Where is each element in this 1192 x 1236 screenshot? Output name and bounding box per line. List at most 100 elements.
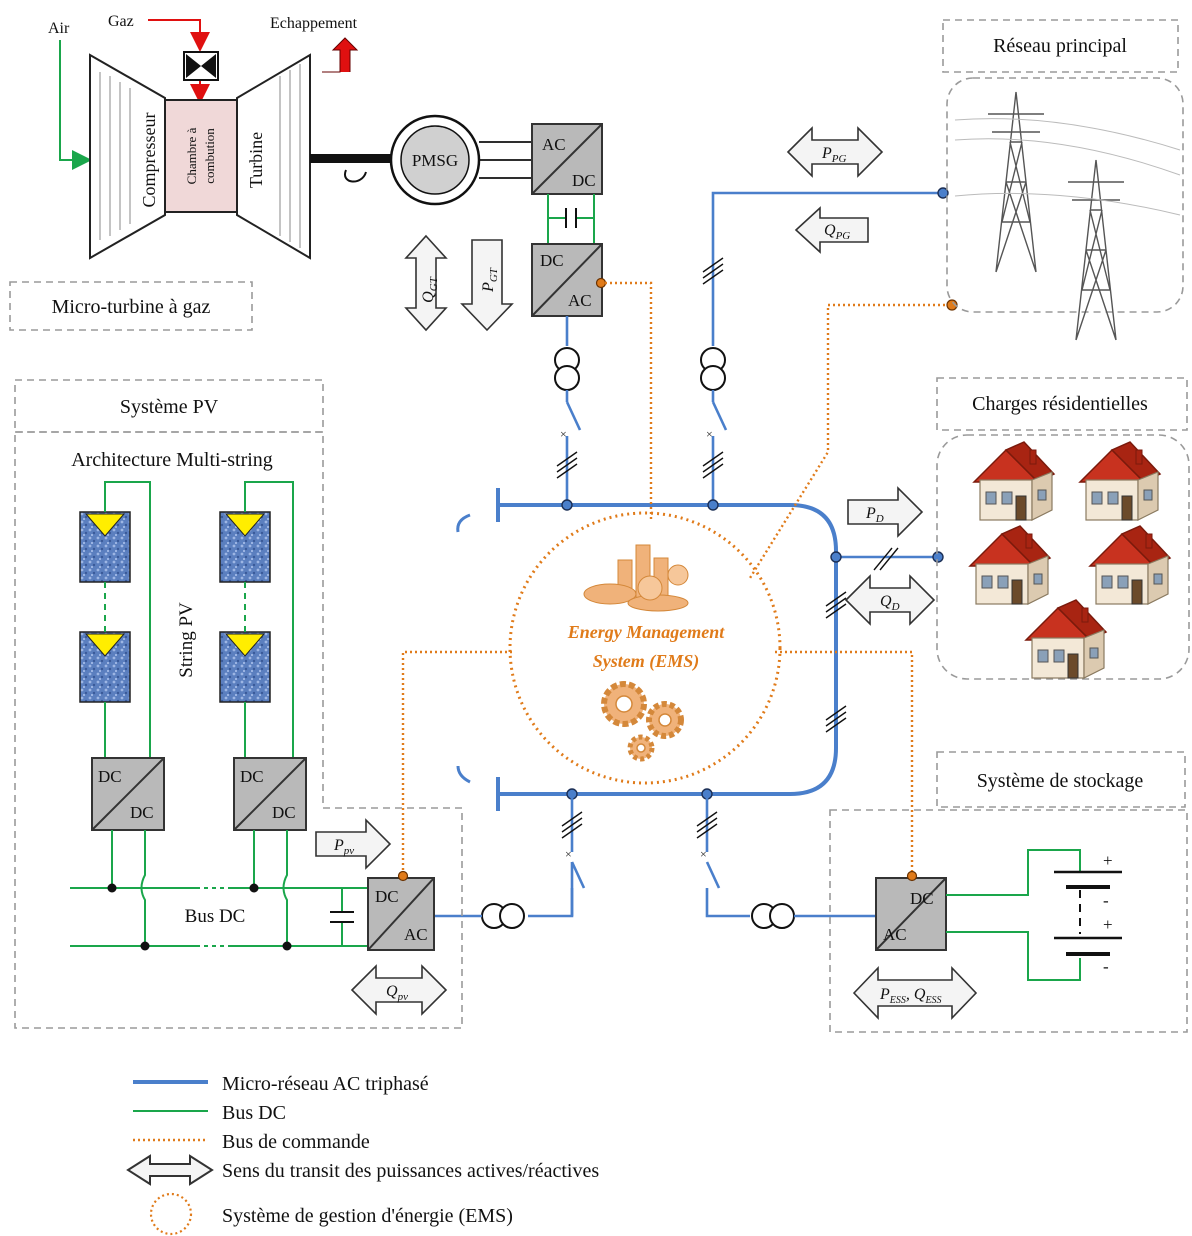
svg-text:-: - [1103, 891, 1109, 910]
ems-label-1: Energy Management [567, 622, 726, 642]
pmsg-label: PMSG [412, 151, 458, 170]
house-icon [969, 441, 1171, 679]
storage-feeder: × [696, 788, 876, 929]
ems: Energy Management System (EMS) [508, 511, 782, 785]
pylon-icon [987, 91, 1125, 341]
svg-text:×: × [700, 847, 707, 861]
svg-text:PD: PD [865, 505, 884, 525]
main-grid: Réseau principal [942, 19, 1184, 341]
converter-dc-dc-2: DC DC [233, 757, 307, 831]
legend-ems: Système de gestion d'énergie (EMS) [222, 1205, 513, 1227]
svg-text:+: + [1103, 851, 1113, 870]
storage-system: Système de stockage DC AC + - + - [829, 751, 1188, 1033]
double-arrow-icon [126, 1154, 214, 1186]
control-bus [401, 281, 958, 875]
converter-dc-dc-1: DC DC [91, 757, 165, 831]
flow-ess: PESS, QESS [852, 966, 978, 1020]
svg-text:AC: AC [568, 291, 592, 310]
flow-p-d: PD [847, 486, 924, 538]
turbine-control-node [595, 277, 607, 289]
flow-p-pg: PPG [786, 126, 884, 178]
svg-text:QGT: QGT [420, 276, 440, 303]
combustion-chamber [164, 99, 238, 213]
legend-control: Bus de commande [222, 1131, 370, 1153]
ems-label-2: System (EMS) [593, 651, 700, 672]
exhaust-arrow-icon [322, 37, 359, 73]
pv-label: Système PV [120, 396, 219, 418]
svg-text:DC: DC [98, 767, 122, 786]
svg-text:DC: DC [540, 251, 564, 270]
svg-text:PESS, QESS: PESS, QESS [879, 986, 942, 1006]
svg-text:+: + [1103, 915, 1113, 934]
legend-ac: Micro-réseau AC triphasé [222, 1073, 429, 1095]
flow-q-pv: Qpv [350, 964, 448, 1016]
svg-text:QPG: QPG [824, 222, 850, 242]
converter-dc-ac-turbine: DC AC [531, 243, 603, 317]
compressor-shape [89, 53, 166, 260]
load-feeder [825, 547, 944, 733]
svg-text:AC: AC [883, 925, 907, 944]
turbine-shape [236, 53, 311, 260]
flow-p-pv: Ppv [315, 818, 392, 870]
dc-bus-label: Bus DC [185, 906, 246, 927]
chamber-label-1: Chambre à [184, 127, 199, 184]
svg-text:PPG: PPG [821, 145, 847, 165]
dc-link-capacitor [547, 194, 595, 244]
exhaust-label: Echappement [270, 15, 358, 32]
pv-system: Système PV Architecture Multi-string Str… [14, 379, 463, 1029]
flow-p-gt: PGT [460, 239, 514, 332]
pv-architecture-label: Architecture Multi-string [71, 449, 273, 471]
svg-text:×: × [565, 847, 572, 861]
air-label: Air [48, 20, 70, 37]
svg-text:DC: DC [272, 803, 296, 822]
shaft [310, 154, 395, 163]
svg-text:DC: DC [572, 171, 596, 190]
svg-text:QD: QD [880, 593, 900, 613]
gears-icon [601, 681, 684, 762]
turbine-feeder: × [554, 316, 582, 511]
battery-icon [1054, 870, 1122, 956]
pv-string-label: String PV [176, 602, 197, 678]
micro-turbine-box [9, 281, 253, 331]
storage-label: Système de stockage [977, 770, 1144, 792]
ac-microgrid-bus [498, 503, 838, 796]
legend: Micro-réseau AC triphasé Bus DC Bus de c… [126, 1073, 599, 1236]
grid-feeder: × [700, 187, 949, 511]
converter-ac-dc-turbine: AC DC [531, 123, 603, 195]
micro-turbine: Air Gaz Compresseur Chambre à combution … [9, 13, 532, 331]
compressor-label: Compresseur [139, 113, 159, 208]
converter-dc-ac-pv: DC AC [367, 877, 435, 951]
grid-label: Réseau principal [993, 35, 1127, 57]
pv-panel-icon [79, 511, 271, 703]
gas-valve-icon [183, 51, 219, 81]
rotation-icon [343, 169, 367, 183]
svg-text:DC: DC [240, 767, 264, 786]
svg-text:PGT: PGT [480, 267, 500, 293]
turbine-label: Turbine [246, 132, 266, 188]
svg-text:×: × [560, 427, 567, 441]
svg-text:AC: AC [542, 135, 566, 154]
svg-text:DC: DC [910, 889, 934, 908]
legend-flow: Sens du transit des puissances actives/r… [222, 1160, 599, 1182]
converter-dc-ac-storage: DC AC [875, 877, 947, 951]
svg-text:AC: AC [404, 925, 428, 944]
flow-q-d: QD [844, 574, 936, 626]
air-inlet-line [59, 40, 92, 170]
svg-text:DC: DC [375, 887, 399, 906]
flow-q-pg: QPG [794, 206, 869, 254]
gas-label: Gaz [108, 13, 134, 30]
finance-icon [583, 544, 689, 612]
svg-text:Ppv: Ppv [333, 837, 354, 857]
micro-turbine-label: Micro-turbine à gaz [52, 296, 211, 318]
svg-text:DC: DC [130, 803, 154, 822]
svg-text:Qpv: Qpv [386, 983, 408, 1003]
svg-text:-: - [1103, 957, 1109, 976]
flow-q-gt: QGT [404, 234, 448, 332]
pv-feeder: × [434, 788, 586, 929]
loads-label: Charges résidentielles [972, 393, 1148, 415]
residential-loads: Charges résidentielles [936, 377, 1190, 680]
svg-text:×: × [706, 427, 713, 441]
legend-dc: Bus DC [222, 1102, 286, 1124]
ems-circle-icon [149, 1192, 193, 1236]
